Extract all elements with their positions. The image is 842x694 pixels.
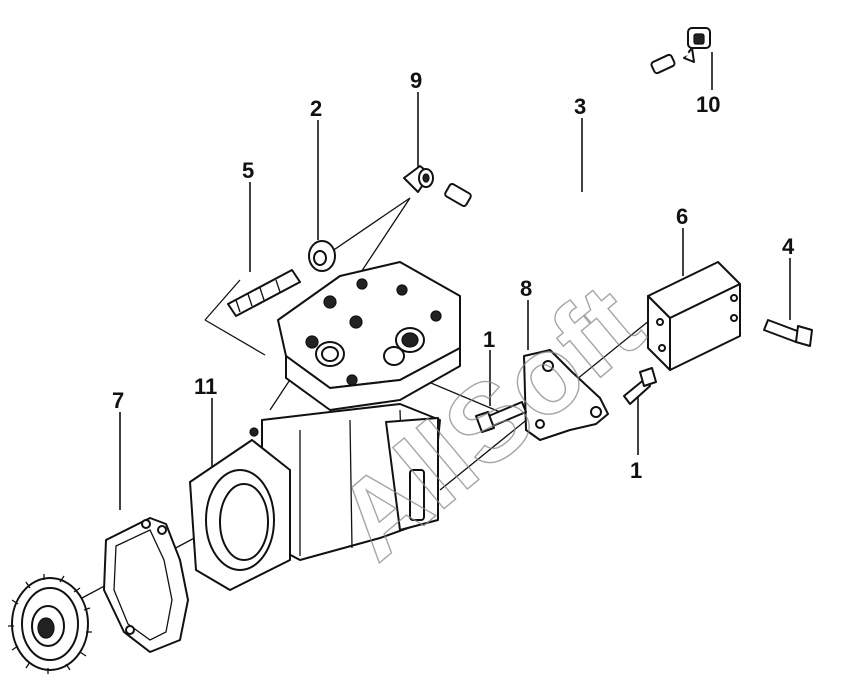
elbow-fitting-10 [683,27,711,63]
callout-11: 11 [194,374,217,399]
callout-2: 2 [310,96,322,121]
bolt-1-right [623,367,657,405]
callout-10: 10 [696,92,720,117]
callout-1-upper: 1 [483,327,495,352]
callouts: 1 2 3 4 5 6 7 8 9 10 11 1 [112,68,795,483]
gasket-7 [103,517,189,653]
callout-9: 9 [410,68,422,93]
drive-gear [8,574,92,674]
air-pipe-3 [444,49,703,231]
bolt-1-left [475,401,527,433]
compressor-body [189,261,461,591]
callout-4: 4 [782,234,795,259]
callout-8: 8 [520,276,532,301]
callout-7: 7 [112,388,124,413]
bolt-4 [763,319,813,347]
block-6 [647,261,741,371]
banjo-fitting-9 [403,165,434,193]
stud-5 [227,269,301,317]
callout-3: 3 [574,94,586,119]
callout-1-lower: 1 [630,458,642,483]
callout-6: 6 [676,204,688,229]
callout-5: 5 [242,158,254,183]
bracket-8 [523,349,609,441]
washer-2 [308,240,336,272]
